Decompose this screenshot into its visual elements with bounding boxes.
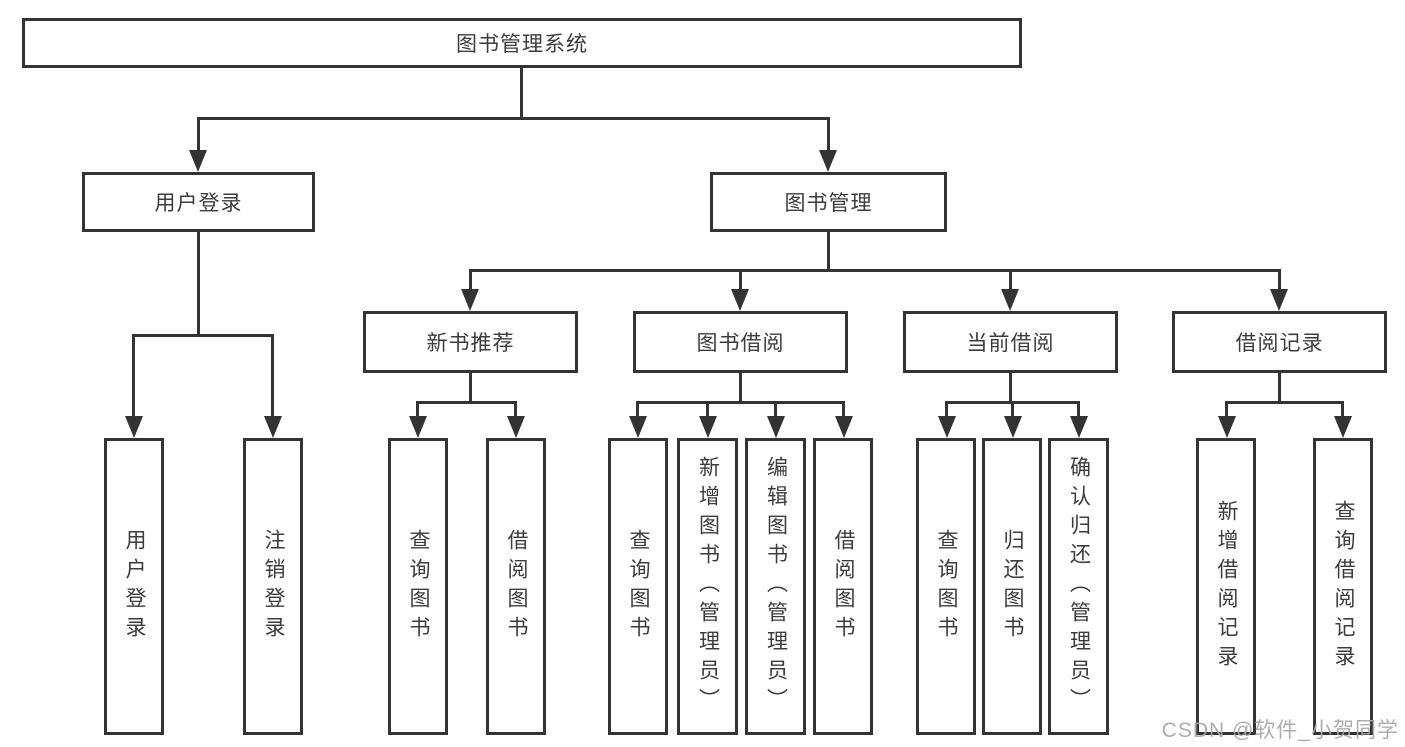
node-leaf-user-login: 用户登录 [104, 438, 164, 735]
node-new-book-recommend: 新书推荐 [363, 311, 578, 373]
connector-drop-c3 [774, 401, 777, 416]
connector-drop-e1 [1225, 401, 1228, 416]
connector-user-login-stub [197, 232, 200, 336]
node-label: 借阅记录 [1235, 332, 1324, 355]
connector-drop-leaf-login [132, 334, 135, 416]
connector-book-mgmt-stub [827, 232, 830, 272]
arrowhead-e2 [1334, 416, 1352, 438]
node-borrowing-records: 借阅记录 [1172, 311, 1387, 373]
arrowhead-b2 [507, 416, 525, 438]
connector-drop-d1 [945, 401, 948, 416]
connector-drop-user-login [197, 117, 200, 154]
node-library-management-system: 图书管理系统 [22, 18, 1022, 68]
node-leaf-logout: 注销登录 [243, 438, 303, 735]
node-book-borrowing: 图书借阅 [633, 311, 848, 373]
arrowhead-current-borrow [1001, 289, 1019, 311]
node-user-login: 用户登录 [82, 172, 315, 232]
csdn-watermark: CSDN @软件_小贺同学 [1161, 719, 1399, 742]
arrowhead-c1 [629, 416, 647, 438]
connector-drop-book-borrow [739, 269, 742, 289]
connector-drop-d3 [1077, 401, 1080, 416]
arrowhead-d1 [938, 416, 956, 438]
connector-level2-branch [469, 269, 1281, 272]
arrowhead-leaf-logout [264, 416, 282, 438]
node-leaf-query-books-2: 查询图书 [608, 438, 668, 735]
node-leaf-add-books-admin: 新增图书（管理员） [677, 438, 738, 735]
arrowhead-e1 [1218, 416, 1236, 438]
arrowhead-borrow-record [1270, 289, 1288, 311]
node-leaf-query-books-1: 查询图书 [388, 438, 448, 735]
node-label: 借阅图书 [832, 528, 855, 645]
node-label: 确认归还（管理员） [1067, 456, 1091, 717]
node-current-borrowing: 当前借阅 [903, 311, 1118, 373]
connector-drop-borrow-record [1278, 269, 1281, 289]
connector-drop-b2 [514, 401, 517, 416]
node-label: 当前借阅 [966, 332, 1055, 355]
connector-drop-leaf-logout [271, 334, 274, 416]
arrowhead-new-book [461, 289, 479, 311]
arrowhead-book-borrow [731, 289, 749, 311]
connector-new-book-stub [469, 373, 472, 404]
connector-current-borrow-stub [1009, 373, 1012, 404]
arrowhead-c4 [835, 416, 853, 438]
node-label: 查询图书 [407, 528, 430, 645]
arrowhead-b1 [409, 416, 427, 438]
connector-drop-b1 [416, 401, 419, 416]
arrowhead-c3 [767, 416, 785, 438]
connector-drop-book-mgmt [827, 117, 830, 154]
arrowhead-c2 [699, 416, 717, 438]
connector-drop-current-borrow [1009, 269, 1012, 289]
connector-borrow-record-stub [1278, 373, 1281, 404]
node-label: 新书推荐 [426, 332, 515, 355]
connector-drop-c1 [636, 401, 639, 416]
connector-drop-c2 [706, 401, 709, 416]
connector-drop-d2 [1011, 401, 1014, 416]
node-label: 图书管理 [784, 192, 873, 215]
node-leaf-query-books-3: 查询图书 [916, 438, 976, 735]
arrowhead-d3 [1070, 416, 1088, 438]
arrowhead-book-mgmt [819, 150, 837, 172]
node-book-management: 图书管理 [710, 172, 947, 232]
node-label: 查询图书 [935, 528, 958, 645]
connector-level1-branch [197, 117, 830, 120]
node-leaf-confirm-return-admin: 确认归还（管理员） [1048, 438, 1109, 735]
node-label: 用户登录 [123, 528, 146, 645]
node-leaf-add-borrow-record: 新增借阅记录 [1196, 438, 1256, 735]
node-label: 图书借阅 [696, 332, 785, 355]
connector-root-stub [520, 68, 523, 120]
connector-user-login-branch [132, 334, 274, 337]
node-label: 归还图书 [1001, 528, 1024, 645]
connector-drop-new-book [469, 269, 472, 289]
node-label: 注销登录 [262, 528, 285, 645]
node-label: 新增借阅记录 [1215, 499, 1238, 674]
node-leaf-edit-books-admin: 编辑图书（管理员） [745, 438, 806, 735]
connector-book-borrow-stub [739, 373, 742, 404]
arrowhead-d2 [1004, 416, 1022, 438]
node-leaf-return-books: 归还图书 [982, 438, 1042, 735]
node-label: 新增图书（管理员） [696, 456, 720, 717]
connector-borrow-record-branch [1225, 401, 1344, 404]
node-label: 查询图书 [627, 528, 650, 645]
node-label: 借阅图书 [505, 528, 528, 645]
connector-new-book-branch [416, 401, 517, 404]
node-label: 图书管理系统 [456, 33, 588, 56]
node-label: 用户登录 [154, 192, 243, 215]
node-label: 编辑图书（管理员） [764, 456, 788, 717]
node-leaf-borrow-books-1: 借阅图书 [486, 438, 546, 735]
connector-book-borrow-branch [636, 401, 845, 404]
connector-drop-c4 [842, 401, 845, 416]
node-leaf-borrow-books-2: 借阅图书 [813, 438, 873, 735]
arrowhead-leaf-login [125, 416, 143, 438]
arrowhead-user-login [189, 150, 207, 172]
node-leaf-query-borrow-record: 查询借阅记录 [1313, 438, 1373, 735]
node-label: 查询借阅记录 [1332, 499, 1355, 674]
connector-drop-e2 [1341, 401, 1344, 416]
